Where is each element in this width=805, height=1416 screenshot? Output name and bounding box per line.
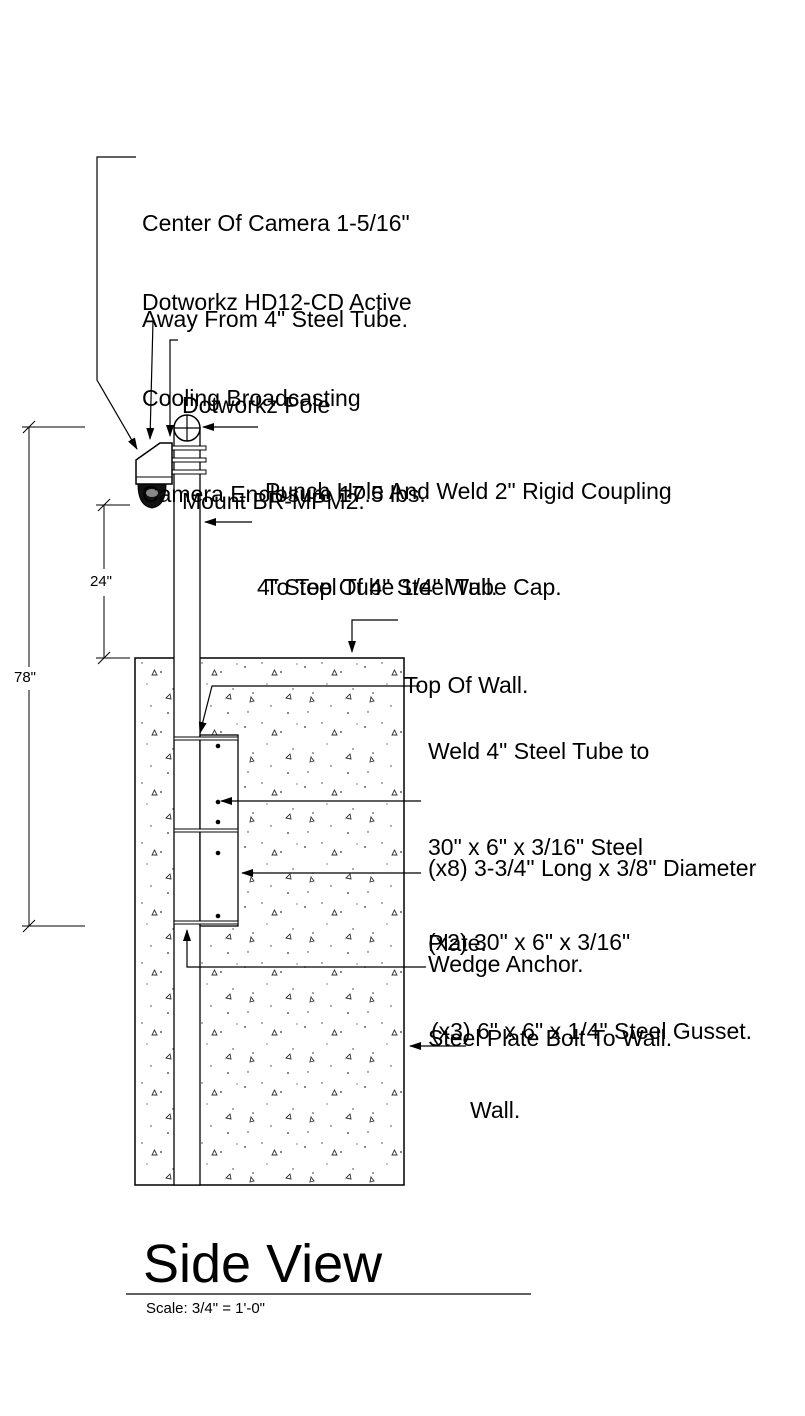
callout-line: Camera Enclosure 17.5 lbs. [142, 481, 426, 507]
rigid-coupling [173, 414, 201, 442]
callout-line: 30" x 6" x 3/16" Steel [428, 834, 644, 860]
callout-line: Mount BR-MPM2. [182, 488, 365, 514]
dimension-label-78: 78" [14, 669, 37, 686]
callout-coupling: Punch Hole And Weld 2" Rigid Coupling To… [265, 411, 672, 635]
steel-tube [173, 427, 201, 1186]
callout-wall: Wall. [470, 1030, 520, 1158]
dimension-24 [96, 498, 130, 665]
callout-gusset: (x3) 6" x 6" x 1/4" Steel Gusset. [431, 951, 752, 1079]
callout-enclosure: Dotworkz HD12-CD Active Cooling Broadcas… [142, 222, 426, 542]
callout-line: Cooling Broadcasting [142, 385, 361, 411]
callout-steel-plate: (x2) 30" x 6" x 3/16" Steel Plate Bolt T… [428, 862, 672, 1086]
callout-line: Away From 4" Steel Tube. [142, 306, 408, 332]
callout-line: Wall. [470, 1097, 521, 1123]
callout-line: Dotworkz HD12-CD Active [142, 289, 412, 315]
callout-line: Wedge Anchor. [428, 951, 584, 977]
callout-weld-plate: Weld 4" Steel Tube to 30" x 6" x 3/16" S… [428, 671, 649, 991]
callout-line: Punch Hole And Weld 2" Rigid Coupling [265, 478, 672, 504]
steel-plate [173, 734, 239, 927]
callout-line: (x8) 3-3/4" Long x 3/8" Diameter [428, 855, 757, 881]
callout-steel-tube: 4" Steel Tube 1/4" Wall. [257, 507, 498, 635]
callout-line: To Top Of 4" Steel Tube Cap. [265, 574, 562, 600]
callout-pole-mount: Dotworkz Pole Mount BR-MPM2. [182, 325, 365, 549]
callout-wedge-anchor: (x8) 3-3/4" Long x 3/8" Diameter Wedge A… [428, 788, 756, 1012]
callout-line: Plate. [428, 930, 487, 956]
callout-line: Dotworkz Pole [182, 392, 331, 418]
dimension-78 [22, 420, 85, 933]
camera-enclosure [135, 442, 173, 509]
drawing-scale: Scale: 3/4" = 1'-0" [146, 1300, 265, 1317]
callout-line: Center Of Camera 1-5/16" [142, 210, 410, 236]
callout-camera-center: Center Of Camera 1-5/16" Away From 4" St… [142, 143, 410, 367]
drawing-title: Side View [143, 1234, 383, 1294]
callout-line: Top Of Wall. [404, 672, 529, 698]
callout-line: Weld 4" Steel Tube to [428, 738, 650, 764]
callout-line: Steel Plate Bolt To Wall. [428, 1025, 673, 1051]
callout-line: (x3) 6" x 6" x 1/4" Steel Gusset. [431, 1018, 753, 1044]
leader-lines [96, 156, 466, 1050]
callout-line: (x2) 30" x 6" x 3/16" [428, 929, 631, 955]
callout-line: 4" Steel Tube 1/4" Wall. [257, 574, 498, 600]
dimension-label-24: 24" [90, 573, 113, 590]
callout-top-of-wall: Top Of Wall. [404, 605, 528, 733]
